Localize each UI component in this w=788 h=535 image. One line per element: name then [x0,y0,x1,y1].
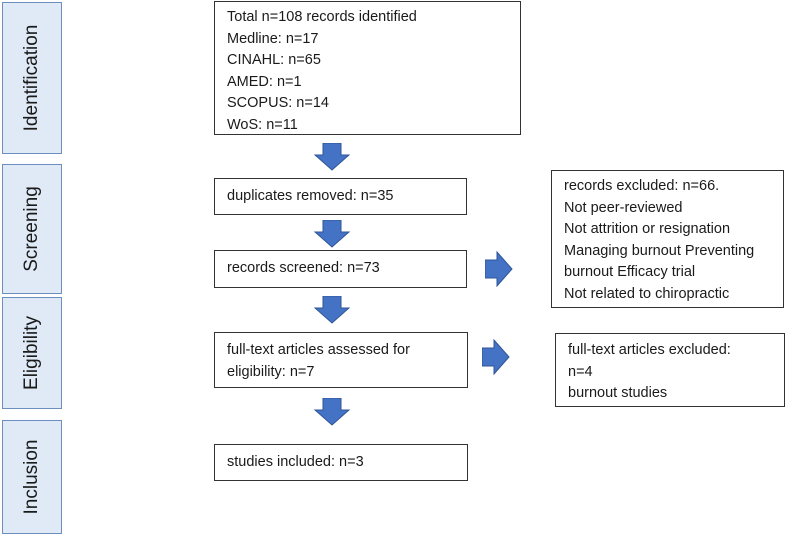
arrow-right-icon [485,251,513,287]
fulltext-excluded-line-3: burnout studies [568,385,668,401]
included-text: studies included: n=3 [227,454,364,470]
stage-eligibility: Eligibility [2,297,62,409]
identification-box: Total n=108 records identified Medline: … [214,1,521,135]
identification-line-amed: AMED: n=1 [227,73,302,90]
stage-label-identification: Identification [21,24,42,132]
excluded-line-count: records excluded: n=66. [564,178,720,194]
excluded-line-chiro: Not related to chiropractic [564,285,730,302]
records-excluded-box: records excluded: n=66. Not peer-reviewe… [551,170,784,308]
identification-line-scopus: SCOPUS: n=14 [227,95,329,111]
stage-label-eligibility: Eligibility [21,316,42,390]
identification-line-total: Total n=108 records identified [227,9,417,25]
duplicates-box: duplicates removed: n=35 [214,178,467,215]
identification-line-wos: WoS: n=11 [227,116,298,133]
stage-inclusion: Inclusion [2,420,62,534]
fulltext-line-2: eligibility: n=7 [227,363,315,380]
fulltext-excluded-box: full-text articles excluded: n=4 burnout… [555,333,785,407]
stage-label-inclusion: Inclusion [21,439,42,515]
identification-line-medline: Medline: n=17 [227,30,319,47]
screened-text: records screened: n=73 [227,260,380,276]
screened-box: records screened: n=73 [214,250,467,288]
excluded-line-managing: Managing burnout Preventing [564,242,755,259]
studies-included-box: studies included: n=3 [214,444,468,481]
fulltext-excluded-line-2: n=4 [568,363,593,380]
arrow-down-icon [314,143,350,171]
fulltext-excluded-line-1: full-text articles excluded: [568,342,731,358]
excluded-line-peer: Not peer-reviewed [564,199,683,216]
identification-line-cinahl: CINAHL: n=65 [227,52,321,68]
excluded-line-efficacy: burnout Efficacy trial [564,264,696,280]
excluded-line-attrition: Not attrition or resignation [564,221,731,237]
stage-screening: Screening [2,164,62,294]
fulltext-line-1: full-text articles assessed for [227,342,410,358]
arrow-right-icon [482,339,510,375]
arrow-down-icon [314,296,350,324]
arrow-down-icon [314,398,350,426]
arrow-down-icon [314,220,350,248]
stage-identification: Identification [2,2,62,154]
stage-label-screening: Screening [21,186,42,272]
duplicates-text: duplicates removed: n=35 [227,188,394,204]
fulltext-assessed-box: full-text articles assessed for eligibil… [214,332,468,388]
